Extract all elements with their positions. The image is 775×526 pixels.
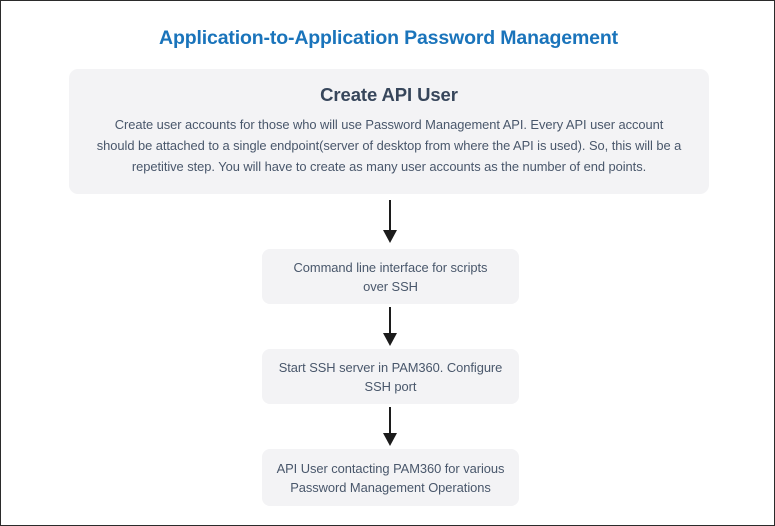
flow-step-command-line-interface: Command line interface for scripts over … — [262, 249, 519, 304]
description-line: repetitive step. You will have to create… — [131, 158, 647, 174]
arrow-shaft — [389, 307, 391, 334]
arrow-head — [383, 433, 397, 446]
arrow-down-icon — [383, 307, 397, 347]
flow-step-line: API User contacting PAM360 for various — [276, 460, 505, 476]
arrow-shaft — [389, 200, 391, 231]
flow-step-line: Command line interface for scripts — [293, 259, 488, 275]
flow-step-line: Password Management Operations — [290, 479, 491, 495]
arrow-down-icon — [383, 407, 397, 447]
flow-step-line: over SSH — [363, 278, 418, 294]
flow-step-line: Start SSH server in PAM360. Configure — [278, 359, 503, 375]
arrow-down-icon — [383, 200, 397, 244]
flow-step-label: Start SSH server in PAM360. Configure SS… — [269, 358, 513, 396]
flow-step-label: API User contacting PAM360 for various P… — [267, 459, 515, 497]
page-title: Application-to-Application Password Mana… — [159, 27, 618, 49]
flow-step-line: SSH port — [364, 378, 417, 394]
create-api-user-panel: Create API User Create user accounts for… — [69, 69, 709, 194]
flow-step-api-user-contacting: API User contacting PAM360 for various P… — [262, 449, 519, 506]
description-line: Create user accounts for those who will … — [114, 117, 664, 132]
create-api-user-description: Create user accounts for those who will … — [69, 115, 709, 177]
arrow-head — [383, 230, 397, 243]
arrow-shaft — [389, 407, 391, 434]
create-api-user-heading: Create API User — [320, 84, 458, 105]
description-line: should be attached to a single endpoint(… — [96, 137, 682, 153]
arrow-head — [383, 333, 397, 346]
flow-step-start-ssh-server: Start SSH server in PAM360. Configure SS… — [262, 349, 519, 404]
flow-step-label: Command line interface for scripts over … — [284, 258, 498, 296]
